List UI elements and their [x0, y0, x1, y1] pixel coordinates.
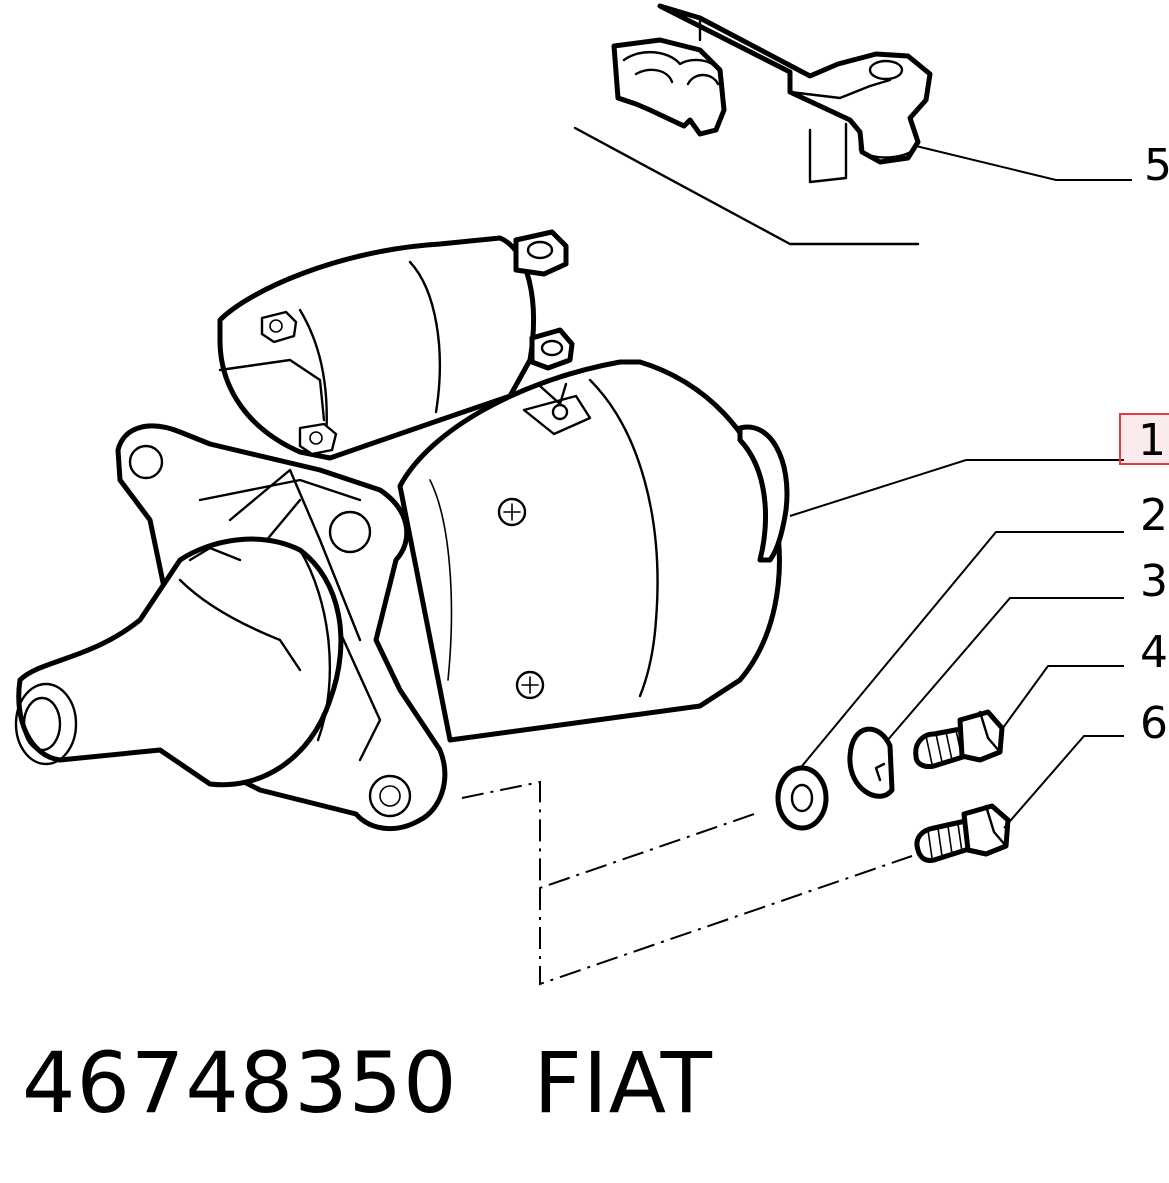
- callout-label-3: 3: [1140, 556, 1168, 607]
- bracket-guide-line: [573, 126, 920, 246]
- callout-label-1: 1: [1138, 415, 1166, 466]
- bolt-part-6: [914, 803, 1011, 863]
- bolt-part-4: [913, 709, 1005, 769]
- callout-label-5: 5: [1144, 140, 1169, 191]
- spring-washer-part-3: [847, 726, 895, 799]
- starter-motor-part-1: [14, 229, 790, 832]
- callout-1-highlight: [1119, 413, 1169, 465]
- part-number: 46748350: [22, 1034, 458, 1132]
- assembly-centerlines: [461, 780, 913, 986]
- flat-washer-part-2: [775, 765, 829, 831]
- callout-label-6: 6: [1140, 698, 1168, 749]
- terminal-bracket-part-5: [611, 3, 933, 184]
- brand-name: FIAT: [533, 1034, 713, 1132]
- leader-lines: [789, 145, 1132, 829]
- callout-label-4: 4: [1140, 627, 1168, 678]
- part-caption: 46748350 FIAT: [22, 1034, 713, 1132]
- callout-label-2: 2: [1140, 490, 1168, 541]
